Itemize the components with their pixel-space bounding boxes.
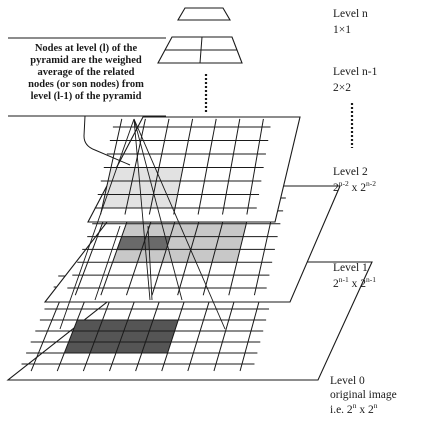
grid-line — [124, 118, 146, 215]
note-line-2: pyramid are the weighed — [30, 55, 142, 66]
level-1-size: 2n-1 x 2n-1 — [333, 275, 376, 290]
level-0-size: i.e. 2n x 2n — [330, 401, 378, 416]
level-n-label: Level n — [333, 8, 368, 20]
level-0-caption: original image — [330, 389, 397, 401]
note-line-5: level (l-1) of the pyramid — [31, 91, 142, 102]
grid-line — [100, 118, 123, 215]
note-line-3: average of the related — [38, 67, 135, 78]
shaded-region — [102, 167, 183, 208]
pyramid-projection-lines — [59, 118, 226, 330]
grid-line — [222, 118, 241, 215]
level-1-label: Level 1 — [333, 262, 368, 274]
grid-line — [197, 118, 217, 215]
shaded-region — [64, 320, 179, 353]
grid-line — [148, 118, 170, 215]
level-n-1-label: Level n-1 — [333, 66, 378, 78]
level-n-1-size: 2×2 — [333, 82, 351, 94]
level-n-plane — [177, 7, 231, 21]
note-line-1: Nodes at level (l) of the — [35, 43, 138, 54]
grid-line — [173, 118, 194, 215]
level-2-size: 2n-2 x 2n-2 — [333, 179, 376, 194]
note-callout: Nodes at level (l) of the pyramid are th… — [8, 37, 166, 166]
grid-line — [246, 118, 264, 215]
level-2-label: Level 2 — [333, 166, 368, 178]
level-n-size: 1×1 — [333, 24, 351, 36]
note-line-4: nodes (or son nodes) from — [28, 79, 144, 90]
level-0-label: Level 0 — [330, 375, 365, 387]
